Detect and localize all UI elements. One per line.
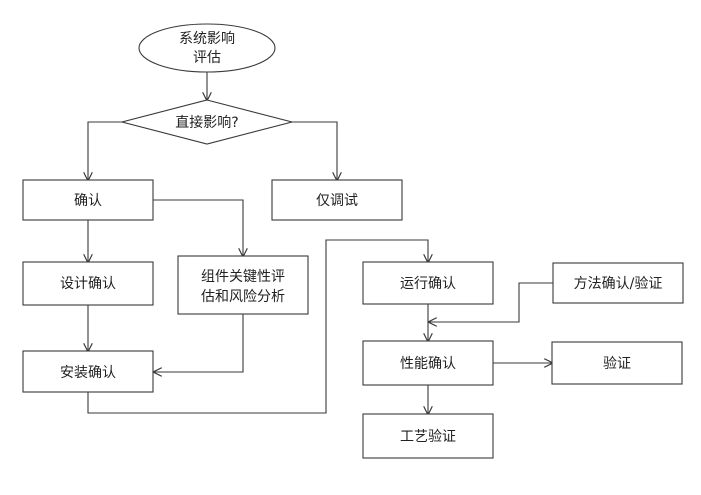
node-component-risk-line-2: 估和风险分析	[201, 289, 285, 305]
node-verify: 验证	[551, 341, 683, 385]
node-debug-only-label: 仅调试	[316, 193, 358, 209]
edge-decision-to-confirm	[88, 121, 122, 180]
edges	[88, 72, 553, 414]
node-operation-confirm: 运行确认	[362, 261, 494, 305]
node-confirm-label: 确认	[74, 193, 102, 209]
edge-install-to-operation	[87, 239, 428, 414]
node-install-confirm-label: 安装确认	[60, 365, 116, 381]
node-component-risk: 组件关键性评 估和风险分析	[177, 255, 309, 315]
node-decision: 直接影响?	[119, 99, 295, 145]
edge-method-to-operation-merge	[429, 282, 553, 322]
node-start-line-2: 评估	[193, 50, 221, 66]
node-performance-confirm: 性能确认	[362, 340, 494, 386]
node-operation-confirm-label: 运行确认	[400, 276, 456, 292]
node-decision-label: 直接影响?	[175, 114, 238, 131]
node-process-verify-label: 工艺验证	[400, 429, 456, 445]
node-method-confirm-label: 方法确认/验证	[574, 276, 663, 292]
edge-risk-to-install	[154, 314, 244, 372]
node-verify-label: 验证	[603, 356, 631, 372]
edge-confirm-to-risk	[153, 199, 243, 256]
node-install-confirm: 安装确认	[22, 350, 154, 393]
node-start-line-1: 系统影响	[179, 31, 235, 47]
node-component-risk-line-1: 组件关键性评	[201, 269, 285, 285]
node-debug-only: 仅调试	[271, 179, 403, 221]
node-confirm: 确认	[22, 179, 154, 221]
node-design-confirm-label: 设计确认	[60, 276, 116, 292]
node-method-confirm: 方法确认/验证	[552, 262, 684, 304]
node-start: 系统影响 评估	[138, 23, 276, 73]
edge-decision-to-debug	[292, 121, 337, 180]
node-performance-confirm-label: 性能确认	[400, 356, 456, 372]
node-design-confirm: 设计确认	[22, 261, 154, 306]
node-process-verify: 工艺验证	[362, 413, 494, 459]
